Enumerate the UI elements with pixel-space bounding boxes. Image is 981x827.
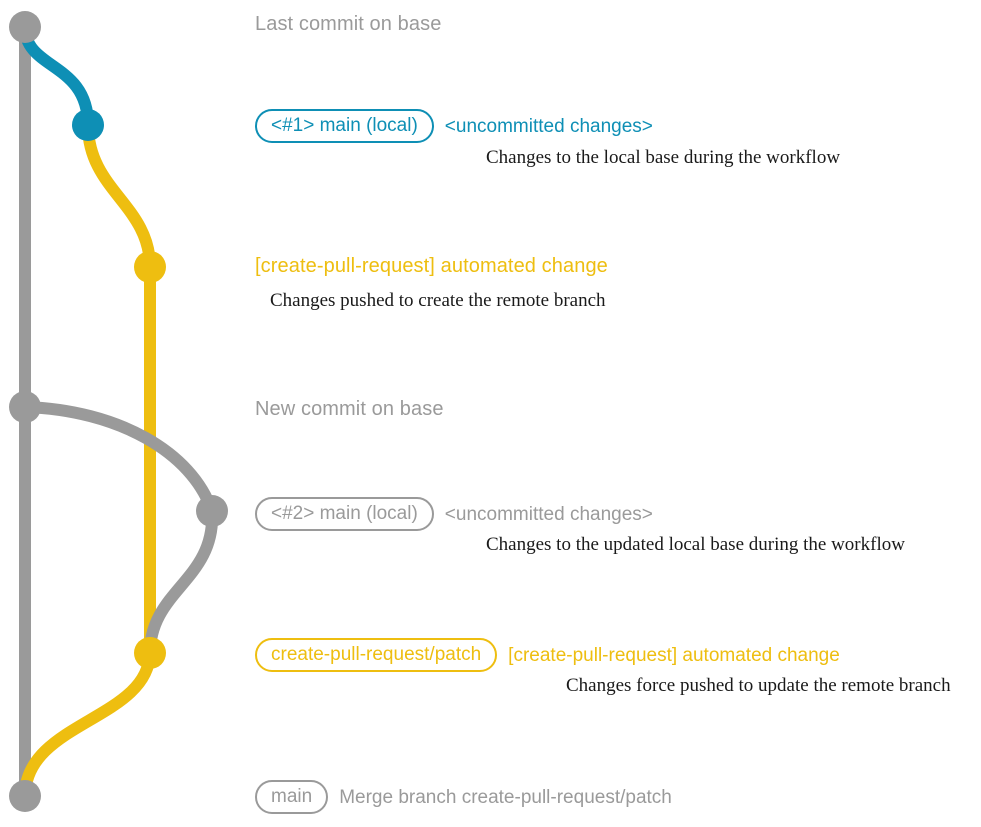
entry-description: Changes to the updated local base during… xyxy=(486,534,905,555)
commit-node-patch-create xyxy=(134,251,166,283)
entry-automated-change-update: create-pull-request/patch [create-pull-r… xyxy=(255,638,840,672)
branch-badge-main[interactable]: main xyxy=(255,780,329,814)
entry-title: New commit on base xyxy=(255,398,444,420)
edge-patch-merge xyxy=(19,647,156,802)
entry-local-uncommitted-2: <#2> main (local) <uncommitted changes> xyxy=(255,497,653,531)
entry-title: Last commit on base xyxy=(255,13,442,35)
entry-description: Changes to the local base during the wor… xyxy=(486,147,841,168)
entry-title: [create-pull-request] automated change xyxy=(255,255,608,277)
entry-title: <uncommitted changes> xyxy=(444,503,653,525)
commit-node-base-new xyxy=(9,391,41,423)
edge-patch-lane xyxy=(82,119,156,659)
branch-badge-patch[interactable]: create-pull-request/patch xyxy=(255,638,498,672)
entry-title: Merge branch create-pull-request/patch xyxy=(339,786,672,808)
edge-local-branch-1 xyxy=(19,21,94,131)
entry-new-commit-on-base: New commit on base xyxy=(255,398,444,421)
entry-local-uncommitted-1: <#1> main (local) <uncommitted changes> xyxy=(255,109,653,143)
entry-merge-commit: main Merge branch create-pull-request/pa… xyxy=(255,780,672,814)
edge-local-branch-2 xyxy=(19,401,218,517)
entry-automated-change-create: [create-pull-request] automated change xyxy=(255,255,608,278)
branch-badge-local-2[interactable]: <#2> main (local) xyxy=(255,497,434,531)
edge-local-2-to-patch xyxy=(144,505,219,659)
entry-title: <uncommitted changes> xyxy=(444,115,653,137)
branch-badge-local-1[interactable]: <#1> main (local) xyxy=(255,109,434,143)
entry-description: Changes pushed to create the remote bran… xyxy=(270,290,606,311)
entry-description: Changes force pushed to update the remot… xyxy=(566,675,951,696)
commit-node-base-last xyxy=(9,11,41,43)
commit-node-base-merge xyxy=(9,780,41,812)
entry-title: [create-pull-request] automated change xyxy=(508,644,840,666)
entry-last-commit-on-base: Last commit on base xyxy=(255,13,441,36)
commit-node-patch-update xyxy=(134,637,166,669)
commit-node-local-1 xyxy=(72,109,104,141)
commit-node-local-2 xyxy=(196,495,228,527)
